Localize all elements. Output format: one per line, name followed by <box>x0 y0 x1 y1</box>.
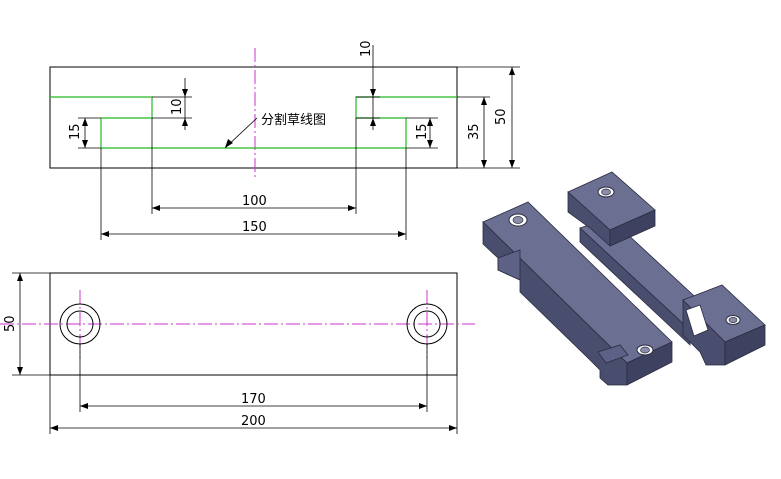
dim-170: 170 <box>241 392 266 407</box>
arrow <box>449 425 457 431</box>
dim-50-front: 50 <box>494 108 509 125</box>
arrow <box>82 118 88 126</box>
arrow <box>481 160 487 168</box>
arrow <box>50 425 58 431</box>
arrow <box>419 403 427 409</box>
arrow <box>348 205 356 211</box>
arrow <box>398 231 406 237</box>
hole-left-inner <box>66 310 94 338</box>
dim-50-top: 50 <box>3 315 18 332</box>
arrow <box>182 118 188 126</box>
dim-10-right: 10 <box>359 40 374 57</box>
arrow <box>370 89 376 97</box>
arrow <box>17 273 23 281</box>
part-right-block-left-side <box>609 209 656 247</box>
part-right-hole-2-inner <box>728 317 738 323</box>
top-view: 50 170 200 <box>0 272 475 434</box>
callout-label: 分割草线图 <box>261 112 326 128</box>
part-right-front-face <box>579 227 691 346</box>
dim-35: 35 <box>467 123 482 140</box>
front-view: 15 10 10 15 35 50 <box>49 40 520 240</box>
arrow <box>370 118 376 126</box>
dim-150: 150 <box>242 220 267 235</box>
part-left-notch-right <box>597 344 629 364</box>
part-left-hole-1-inner <box>512 216 524 224</box>
isometric-parts <box>482 171 766 386</box>
part-left-notch <box>497 249 521 281</box>
dim-200: 200 <box>241 414 266 429</box>
dim-15-left: 15 <box>68 123 83 140</box>
arrow <box>225 139 233 148</box>
dim-100: 100 <box>242 194 267 209</box>
arrow <box>182 89 188 97</box>
arrow <box>509 160 515 168</box>
part-left-half <box>482 201 673 386</box>
split-sketch-line <box>50 96 457 149</box>
dim-15-right: 15 <box>415 123 430 140</box>
hole-right-inner <box>413 310 441 338</box>
arrow <box>82 140 88 148</box>
dim-10-left: 10 <box>170 98 185 115</box>
arrow <box>17 367 23 375</box>
arrow <box>509 67 515 75</box>
arrow <box>101 231 109 237</box>
part-right-half <box>567 171 766 366</box>
arrow <box>427 140 433 148</box>
part-right-block-left-front <box>567 191 611 247</box>
arrow <box>481 97 487 105</box>
part-left-side-face <box>626 341 673 386</box>
part-right-slot <box>685 304 709 337</box>
part-right-block-right-side <box>724 324 766 366</box>
arrow <box>152 205 160 211</box>
part-left-hole-2-inner <box>640 346 650 354</box>
arrow <box>80 403 88 409</box>
front-view-outline <box>49 66 458 169</box>
arrow <box>427 118 433 126</box>
part-right-hole-1-inner <box>601 188 611 196</box>
